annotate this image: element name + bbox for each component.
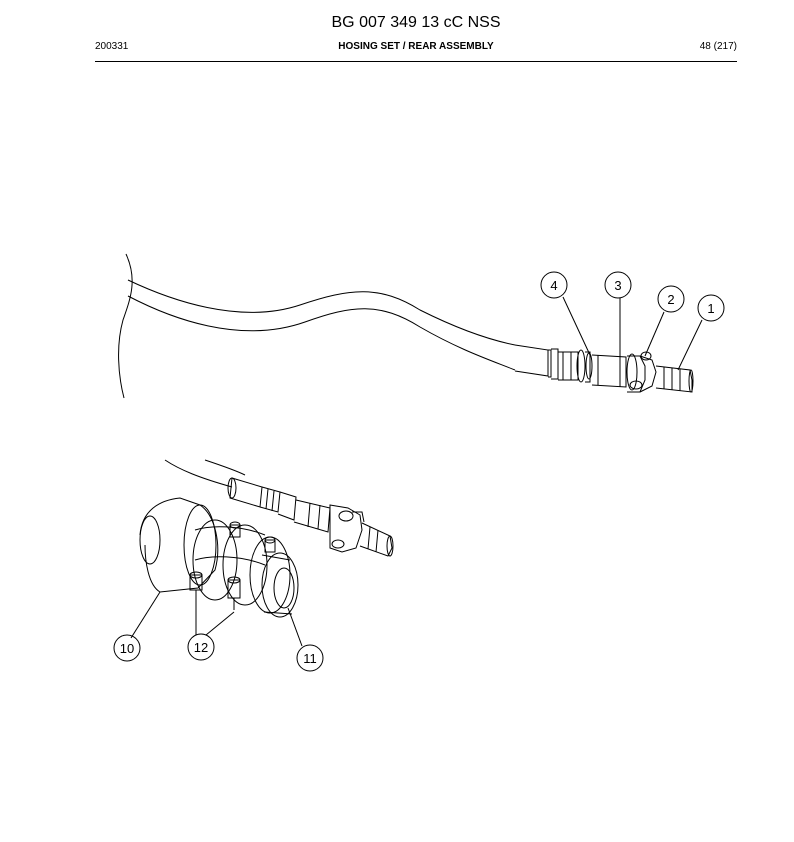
- callout-3: 3: [604, 271, 632, 299]
- section-title: HOSING SET / REAR ASSEMBLY: [338, 41, 494, 52]
- callout-4-label: 4: [550, 278, 557, 293]
- callout-11: 11: [296, 644, 324, 672]
- date-code: 200331: [95, 41, 129, 52]
- callout-10: 10: [113, 634, 141, 662]
- page-number: 48 (217): [699, 41, 737, 52]
- lower-hose-assembly: [139, 459, 394, 618]
- upper-hose-assembly: [118, 253, 694, 399]
- header-rule: [95, 61, 737, 62]
- callout-11-label: 11: [303, 651, 317, 666]
- callout-3-label: 3: [614, 278, 621, 293]
- callout-1: 1: [697, 294, 725, 322]
- callout-4: 4: [540, 271, 568, 299]
- callout-2: 2: [657, 285, 685, 313]
- callout-10-label: 10: [120, 641, 134, 656]
- callout-2-label: 2: [667, 292, 674, 307]
- callout-1-label: 1: [707, 301, 714, 316]
- leader-lines: [130, 296, 703, 647]
- document-title: BG 007 349 13 cC NSS: [331, 14, 501, 31]
- callout-12-label: 12: [194, 640, 208, 655]
- callout-12: 12: [187, 633, 215, 661]
